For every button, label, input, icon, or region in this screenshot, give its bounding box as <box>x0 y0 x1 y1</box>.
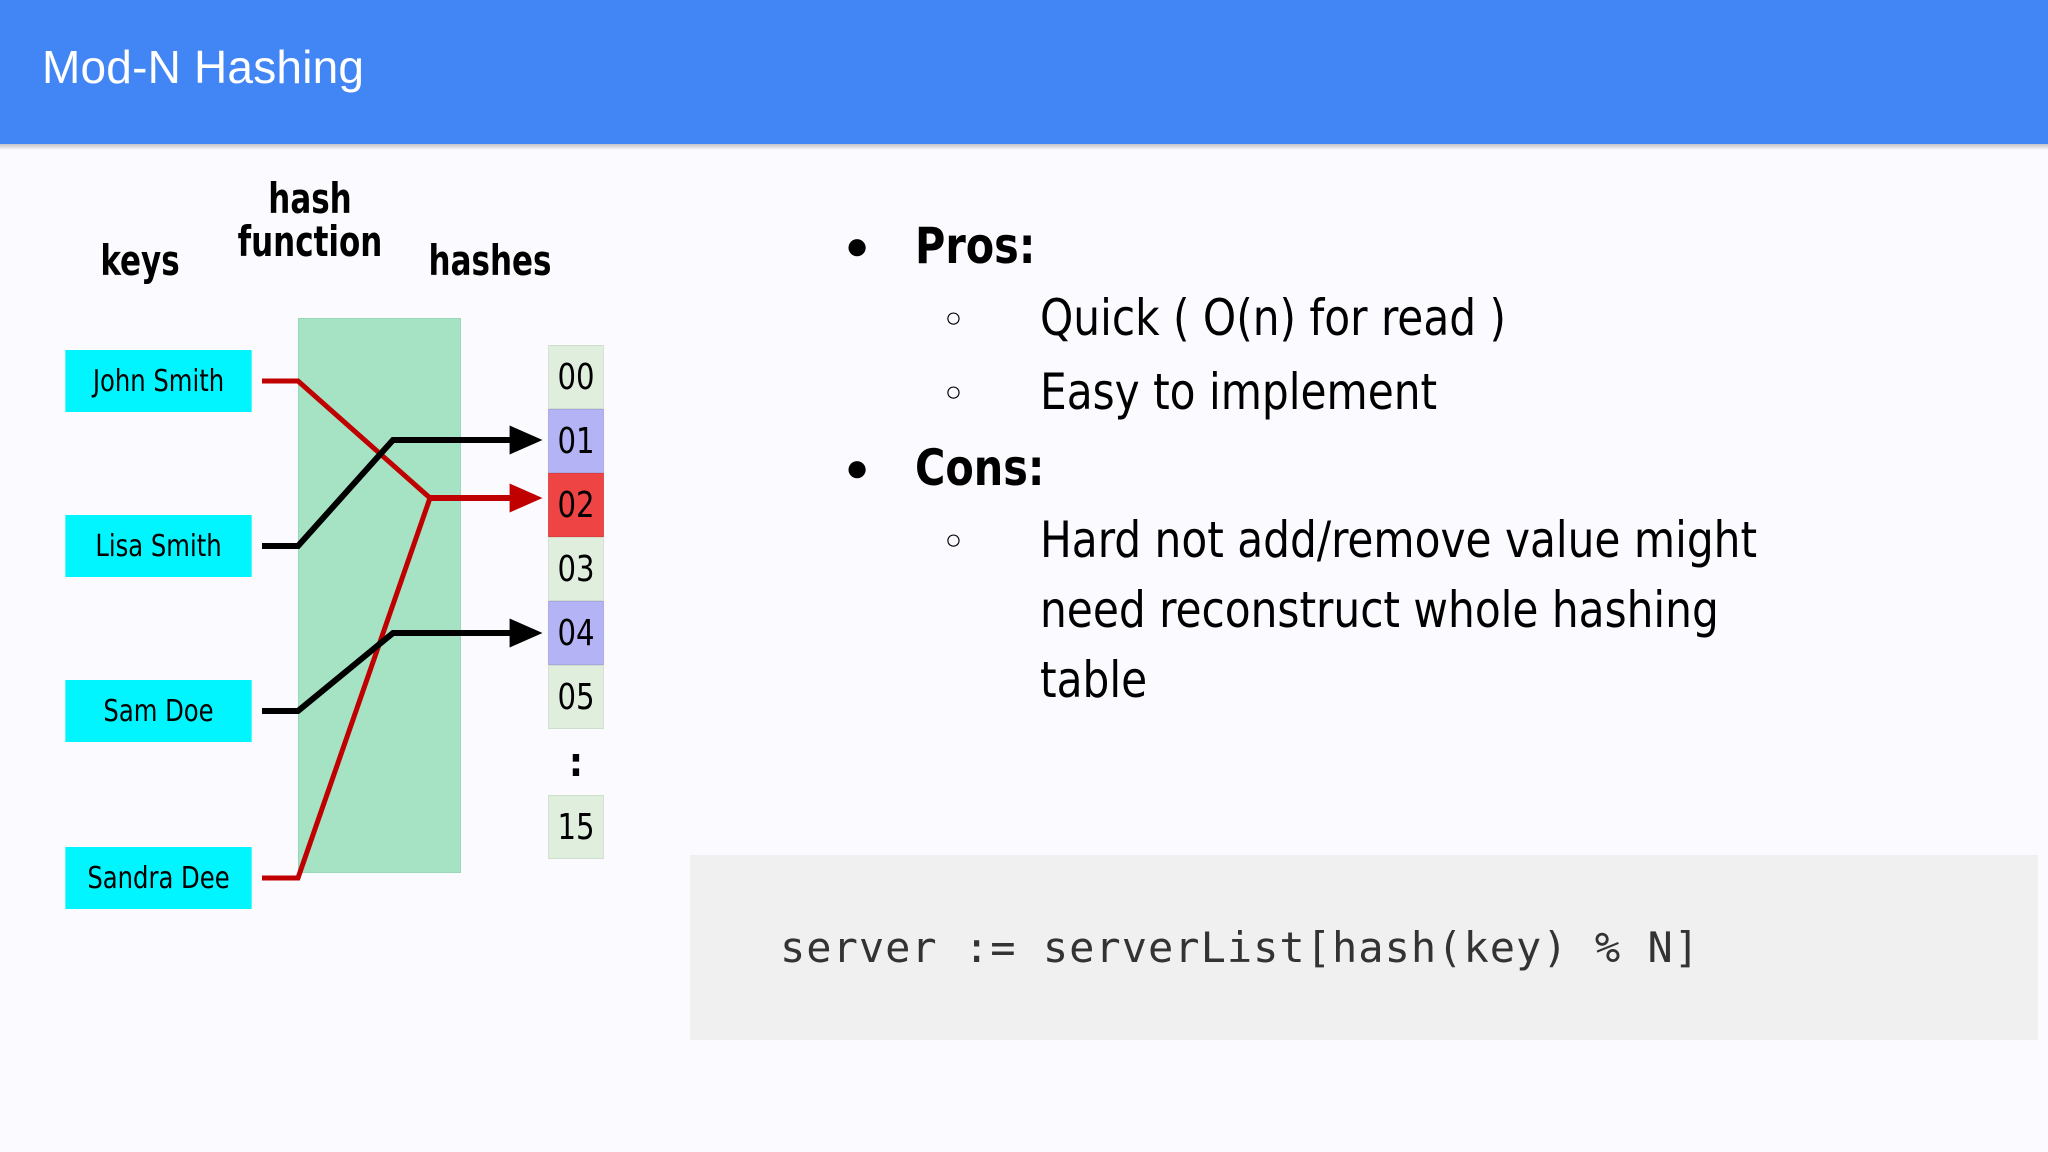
column-label-keys: keys <box>100 236 180 285</box>
bullet-hollow-icon: ○ <box>945 376 962 407</box>
key-box-sam-doe[interactable]: Sam Doe <box>65 680 252 742</box>
key-box-john-smith[interactable]: John Smith <box>65 350 252 412</box>
hash-function-box <box>298 318 461 873</box>
bullet-hollow-icon: ○ <box>945 302 962 333</box>
column-label-hashes: hashes <box>428 236 552 285</box>
hash-slot-04[interactable]: 04 <box>548 601 604 665</box>
slide-header: Mod-N Hashing <box>0 0 2048 144</box>
bullet-pros: ● Pros: <box>845 215 1955 277</box>
page-title: Mod-N Hashing <box>42 41 365 93</box>
list-item: ○ Hard not add/remove value might need r… <box>945 505 1955 715</box>
hash-slot-15[interactable]: 15 <box>548 795 604 859</box>
hashing-diagram: keys hash function hashes John Smith Lis… <box>0 150 700 1110</box>
hash-slot-02[interactable]: 02 <box>548 473 604 537</box>
bullet-filled-icon: ● <box>845 224 870 268</box>
hash-slot-03[interactable]: 03 <box>548 537 604 601</box>
code-snippet-text: server := serverList[hash(key) % N] <box>780 923 1701 972</box>
bullet-hollow-icon: ○ <box>945 524 962 555</box>
hash-slot-01[interactable]: 01 <box>548 409 604 473</box>
pros-item-easy: Easy to implement <box>1040 363 1438 421</box>
pros-label: Pros: <box>915 217 1036 275</box>
pros-cons-list: ● Pros: ○ Quick ( O(n) for read ) ○ Easy… <box>845 215 1955 719</box>
list-item: ○ Easy to implement <box>945 357 1955 427</box>
bullet-cons: ● Cons: <box>845 437 1955 499</box>
cons-item-hard: Hard not add/remove value might need rec… <box>1040 511 1758 709</box>
key-box-sandra-dee[interactable]: Sandra Dee <box>65 847 252 909</box>
header-shadow-divider <box>0 144 2048 150</box>
pros-item-quick: Quick ( O(n) for read ) <box>1040 289 1507 347</box>
key-box-lisa-smith[interactable]: Lisa Smith <box>65 515 252 577</box>
code-snippet-box: server := serverList[hash(key) % N] <box>690 855 2038 1040</box>
hash-slot-ellipsis: : <box>568 740 584 786</box>
column-label-hash-function: hash function <box>237 174 383 266</box>
list-item: ○ Quick ( O(n) for read ) <box>945 283 1955 353</box>
hash-slot-00[interactable]: 00 <box>548 345 604 409</box>
cons-label: Cons: <box>915 439 1045 497</box>
bullet-filled-icon: ● <box>845 446 870 490</box>
hash-slot-05[interactable]: 05 <box>548 665 604 729</box>
